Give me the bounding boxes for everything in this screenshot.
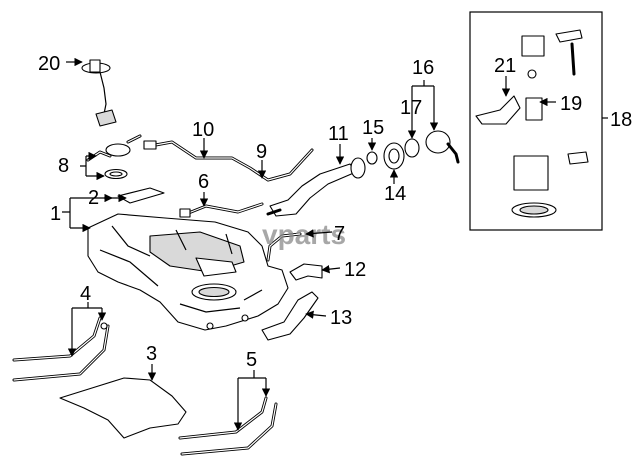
callout-6: 6 xyxy=(198,171,209,193)
ring-17 xyxy=(404,138,420,158)
tank-straps-4 xyxy=(12,316,110,382)
callout-3: 3 xyxy=(146,343,157,365)
bracket-13 xyxy=(261,291,319,341)
tank-plate xyxy=(117,187,165,204)
tank-protector xyxy=(59,377,187,439)
callout-2: 2 xyxy=(88,187,99,209)
pump-assembly-inset xyxy=(469,11,603,231)
clamp-hose xyxy=(383,142,405,170)
fuel-tank xyxy=(87,213,289,331)
inlet-housing xyxy=(425,130,460,164)
fuel-tube-10 xyxy=(143,140,314,182)
breather-hose xyxy=(266,232,302,262)
filler-pipe xyxy=(266,157,366,217)
callout-20: 20 xyxy=(38,53,60,75)
callout-11: 11 xyxy=(328,123,349,145)
callout-12: 12 xyxy=(344,259,366,281)
leader-lines xyxy=(62,57,608,431)
callout-4: 4 xyxy=(80,283,91,305)
callout-16: 16 xyxy=(412,57,434,79)
callout-8: 8 xyxy=(58,155,69,177)
callout-13: 13 xyxy=(330,307,352,329)
callout-5: 5 xyxy=(246,349,257,371)
bracket-12 xyxy=(289,263,323,281)
watermark-logo: vparts xyxy=(262,219,346,250)
fuel-tube-6 xyxy=(179,202,264,218)
callout-15: 15 xyxy=(362,117,384,139)
ring-15 xyxy=(366,151,378,165)
callout-1: 1 xyxy=(50,203,61,225)
callout-21: 21 xyxy=(494,55,516,77)
callout-9: 9 xyxy=(256,141,267,163)
callout-10: 10 xyxy=(192,119,214,141)
gasket-set xyxy=(86,134,142,180)
tank-straps-5 xyxy=(178,396,278,456)
callout-17: 17 xyxy=(400,97,422,119)
callout-7: 7 xyxy=(334,223,345,245)
callout-18: 18 xyxy=(610,109,632,131)
fuel-sender-gauge xyxy=(81,59,117,127)
callout-14: 14 xyxy=(384,183,406,205)
callout-labels: 20 10 9 8 2 6 1 11 15 16 17 14 7 12 13 4… xyxy=(38,53,632,371)
callout-19: 19 xyxy=(560,93,582,115)
